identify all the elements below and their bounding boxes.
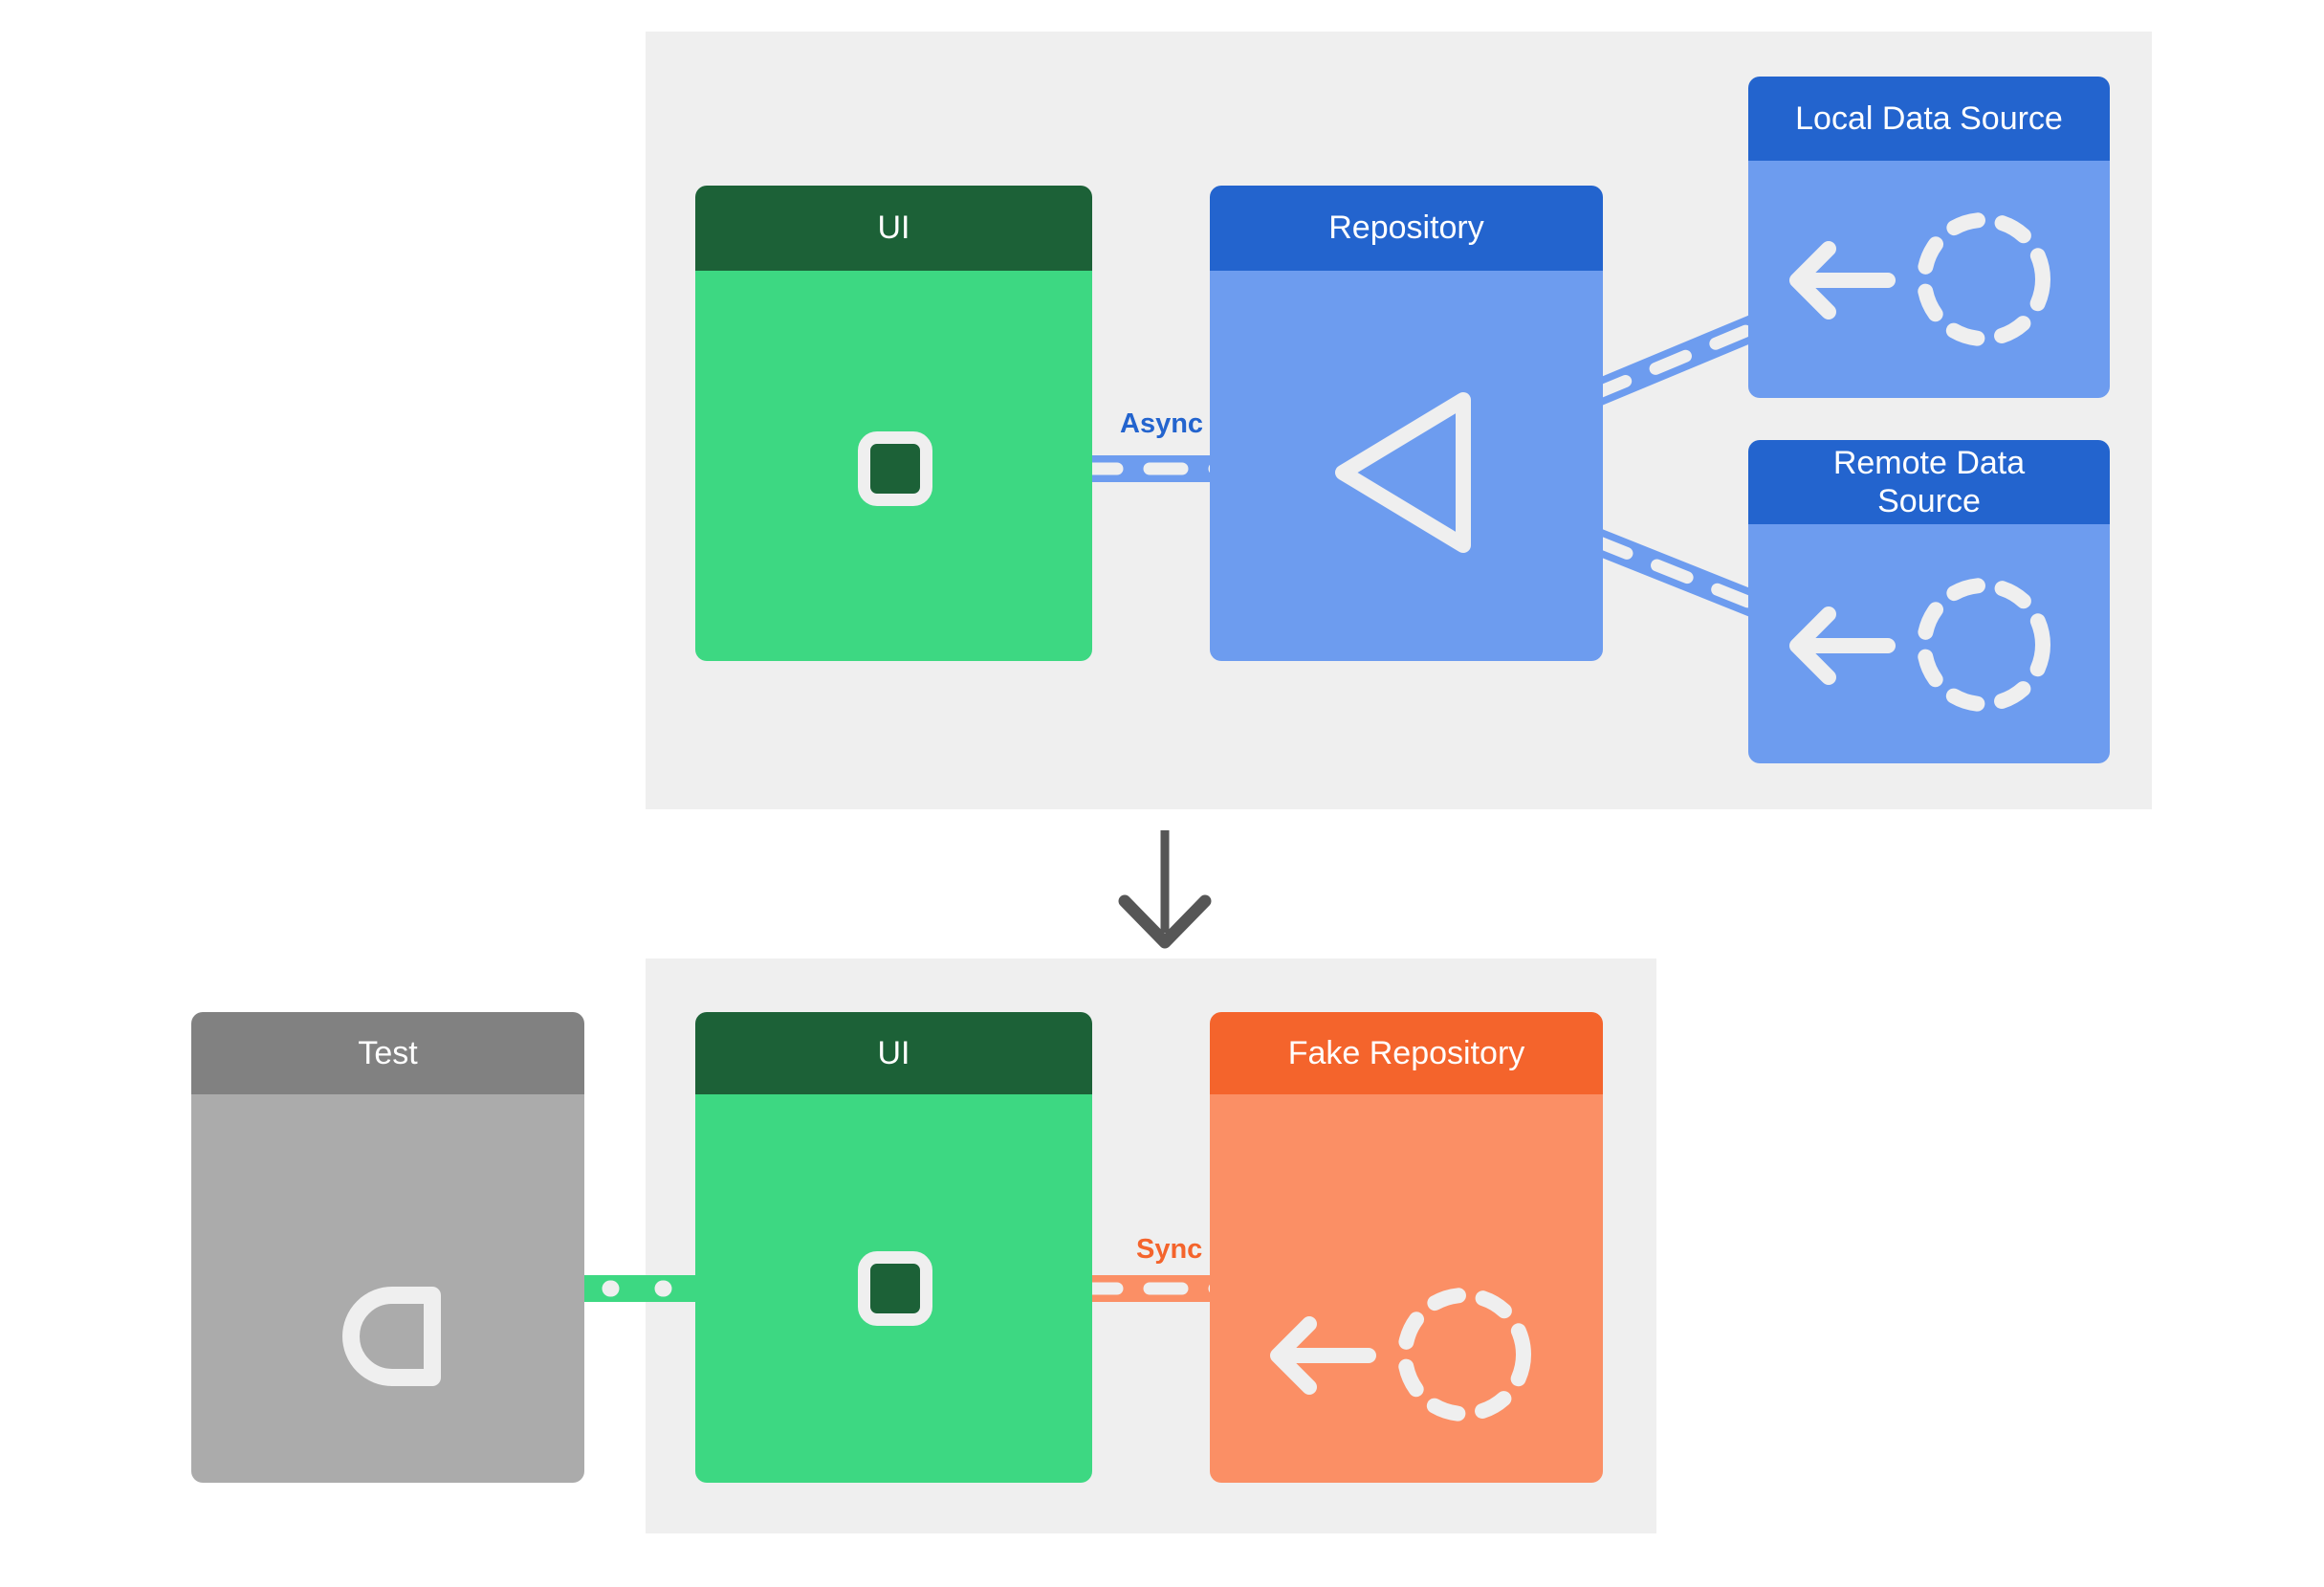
card-test-body (191, 1094, 584, 1483)
card-ui-bottom-title: UI (695, 1012, 1092, 1094)
card-repository[interactable]: Repository (1210, 186, 1603, 661)
card-test[interactable]: Test (191, 1012, 584, 1483)
card-test-title: Test (191, 1012, 584, 1094)
card-ui-top[interactable]: UI (695, 186, 1092, 661)
edge-label-async: Async (1114, 407, 1210, 442)
card-fake-repository-title: Fake Repository (1210, 1012, 1603, 1094)
card-repository-body (1210, 271, 1603, 661)
arrow-left-dashed-circle-icon (1789, 212, 2050, 346)
card-ui-top-title: UI (695, 186, 1092, 271)
card-fake-repository[interactable]: Fake Repository (1210, 1012, 1603, 1483)
downward-transition-arrow (1118, 830, 1212, 949)
rounded-square-port-icon (858, 1251, 932, 1326)
arrow-left-dashed-circle-icon (1270, 1288, 1531, 1422)
card-repository-title: Repository (1210, 186, 1603, 271)
card-remote-data-source-body (1748, 524, 2110, 763)
arrow-left-dashed-circle-icon (1789, 578, 2050, 712)
card-local-data-source-title: Local Data Source (1748, 77, 2110, 161)
card-remote-data-source-title: Remote Data Source (1748, 440, 2110, 524)
card-remote-data-source[interactable]: Remote Data Source (1748, 440, 2110, 763)
merge-triangle-icon (1335, 392, 1471, 553)
edge-label-sync: Sync (1130, 1232, 1209, 1267)
card-local-data-source[interactable]: Local Data Source (1748, 77, 2110, 398)
rounded-square-port-icon (858, 431, 932, 506)
card-fake-repository-body (1210, 1094, 1603, 1483)
socket-receptacle-icon (342, 1287, 441, 1386)
card-ui-bottom[interactable]: UI (695, 1012, 1092, 1483)
card-local-data-source-body (1748, 161, 2110, 398)
